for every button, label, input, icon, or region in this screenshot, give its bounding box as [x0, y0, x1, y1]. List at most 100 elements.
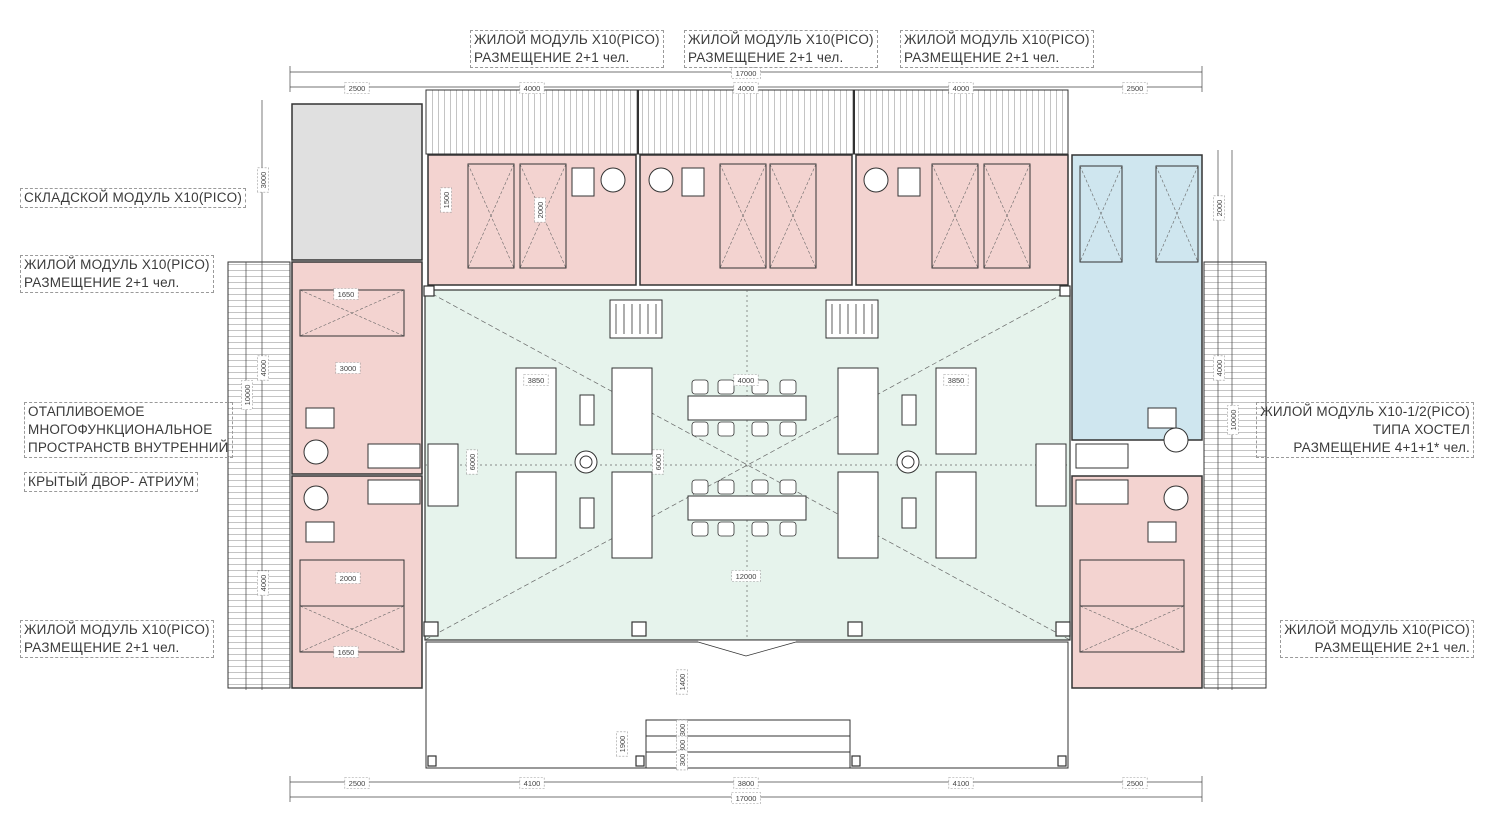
dimension-text: 1650	[338, 290, 355, 299]
label-line: ЖИЛОЙ МОДУЛЬ X10(PICO)	[24, 257, 210, 272]
dimension-label: 4000	[733, 374, 759, 386]
dimension-text: 3850	[528, 376, 545, 385]
label-line: СКЛАДСКОЙ МОДУЛЬ X10(PICO)	[24, 190, 243, 205]
left-deck	[227, 261, 291, 689]
dimension-label: 10000	[1227, 405, 1239, 435]
dimension-text: 4000	[259, 575, 268, 592]
columns	[423, 285, 1071, 767]
dimension-label: 3800	[733, 777, 759, 789]
dimension-label: 4000	[733, 82, 759, 94]
dimension-text: 4000	[738, 84, 755, 93]
dimension-text: 10000	[243, 385, 252, 406]
dimension-text: 1900	[618, 736, 627, 753]
dimension-label: 4100	[948, 777, 974, 789]
dimension-label: 3000	[257, 167, 269, 193]
top-module-2	[639, 154, 853, 286]
label-line: ПРОСТРАНСТВ ВНУТРЕННИЙ	[28, 440, 229, 455]
dimension-text: 4100	[524, 779, 541, 788]
wardrobes	[367, 299, 1129, 507]
label-line: МНОГОФУНКЦИОНАЛЬНОЕ	[28, 422, 213, 437]
top-deck	[425, 89, 1069, 155]
label-line: РАЗМЕЩЕНИЕ 2+1 чел.	[24, 640, 180, 655]
dimension-label: 4000	[948, 82, 974, 94]
bathroom-fixtures	[303, 167, 1189, 543]
dimension-label: 1400	[676, 669, 688, 695]
dimension-text: 4000	[1215, 360, 1224, 377]
label-hostel-module: ЖИЛОЙ МОДУЛЬ X10-1/2(PICO) ТИПА ХОСТЕЛ Р…	[1256, 402, 1474, 458]
dimension-label: 17000	[731, 67, 761, 79]
label-line: РАЗМЕЩЕНИЕ 2+1 чел.	[474, 50, 630, 65]
dimension-label: 4000	[257, 355, 269, 381]
label-line: ЖИЛОЙ МОДУЛЬ X10(PICO)	[688, 32, 874, 47]
top-module-3	[855, 154, 1069, 286]
dimension-text: 17000	[736, 69, 757, 78]
dimension-text: 1500	[442, 192, 451, 209]
label-line: ЖИЛОЙ МОДУЛЬ X10(PICO)	[24, 622, 210, 637]
dimension-text: 2000	[1215, 200, 1224, 217]
label-line: РАЗМЕЩЕНИЕ 2+1 чел.	[1314, 640, 1470, 655]
label-line: РАЗМЕЩЕНИЕ 2+1 чел.	[24, 275, 180, 290]
dimension-label: 6000	[466, 449, 478, 475]
dimension-label: 1500	[440, 187, 452, 213]
dimension-label: 1650	[333, 288, 359, 300]
dimension-text: 4000	[524, 84, 541, 93]
dimension-text: 300	[678, 754, 687, 767]
label-right-lower-module: ЖИЛОЙ МОДУЛЬ X10(PICO) РАЗМЕЩЕНИЕ 2+1 че…	[1280, 620, 1474, 658]
dimension-text: 2500	[349, 779, 366, 788]
dimension-text: 6000	[468, 454, 477, 471]
dimension-text: 4000	[953, 84, 970, 93]
dimension-text: 4100	[953, 779, 970, 788]
label-line: РАЗМЕЩЕНИЕ 2+1 чел.	[904, 50, 1060, 65]
label-line: РАЗМЕЩЕНИЕ 2+1 чел.	[688, 50, 844, 65]
dimension-label: 2500	[1122, 777, 1148, 789]
dimension-text: 3800	[738, 779, 755, 788]
dimension-text: 12000	[736, 572, 757, 581]
dimension-text: 3000	[259, 172, 268, 189]
dimension-label: 4100	[519, 777, 545, 789]
label-line: ЖИЛОЙ МОДУЛЬ X10(PICO)	[1284, 622, 1470, 637]
dimension-text: 4000	[259, 360, 268, 377]
atrium-furniture	[515, 367, 977, 559]
dimension-text: 17000	[736, 794, 757, 803]
dimension-label: 12000	[731, 570, 761, 582]
label-left-upper-module: ЖИЛОЙ МОДУЛЬ X10(PICO) РАЗМЕЩЕНИЕ 2+1 че…	[20, 255, 214, 293]
right-deck	[1203, 261, 1267, 689]
label-line: ЖИЛОЙ МОДУЛЬ X10(PICO)	[904, 32, 1090, 47]
dimension-label: 2500	[344, 82, 370, 94]
label-atrium: ОТАПЛИВОЕМОЕ МНОГОФУНКЦИОНАЛЬНОЕ ПРОСТРА…	[24, 402, 233, 458]
dimension-label: 300	[676, 749, 688, 771]
dimension-label: 3850	[943, 374, 969, 386]
dimension-label: 2500	[1122, 82, 1148, 94]
dimension-label: 4000	[257, 570, 269, 596]
dimension-label: 2000	[534, 197, 546, 223]
dimension-label: 4000	[519, 82, 545, 94]
dimension-label: 3850	[523, 374, 549, 386]
dimension-text: 6000	[654, 454, 663, 471]
dimension-text: 1400	[678, 674, 687, 691]
label-line: ОТАПЛИВОЕМОЕ	[28, 404, 145, 419]
dimension-label: 10000	[241, 380, 253, 410]
dimension-label: 2000	[1213, 195, 1225, 221]
dimension-label: 3000	[335, 362, 361, 374]
dimension-text: 2500	[1127, 779, 1144, 788]
dimension-text: 300	[678, 740, 687, 753]
label-storage-module: СКЛАДСКОЙ МОДУЛЬ X10(PICO)	[20, 188, 247, 208]
label-line: ЖИЛОЙ МОДУЛЬ X10-1/2(PICO)	[1260, 404, 1470, 419]
dimension-text: 2000	[340, 574, 357, 583]
dimension-text: 300	[678, 724, 687, 737]
atrium-chairs	[691, 379, 797, 537]
label-line: ЖИЛОЙ МОДУЛЬ X10(PICO)	[474, 32, 660, 47]
storage-module	[291, 103, 423, 261]
dimension-label: 4000	[1213, 355, 1225, 381]
hostel-module	[1071, 154, 1203, 441]
label-left-lower-module: ЖИЛОЙ МОДУЛЬ X10(PICO) РАЗМЕЩЕНИЕ 2+1 че…	[20, 620, 214, 658]
dimension-label: 2500	[344, 777, 370, 789]
dimension-text: 3850	[948, 376, 965, 385]
dimension-text: 10000	[1229, 410, 1238, 431]
dimension-text: 1650	[338, 648, 355, 657]
label-top-module-1: ЖИЛОЙ МОДУЛЬ X10(PICO) РАЗМЕЩЕНИЕ 2+1 че…	[470, 30, 664, 68]
dimension-label: 2000	[335, 572, 361, 584]
label-atrium-2: КРЫТЫЙ ДВОР- АТРИУМ	[24, 472, 199, 492]
label-line: КРЫТЫЙ ДВОР- АТРИУМ	[28, 474, 195, 489]
